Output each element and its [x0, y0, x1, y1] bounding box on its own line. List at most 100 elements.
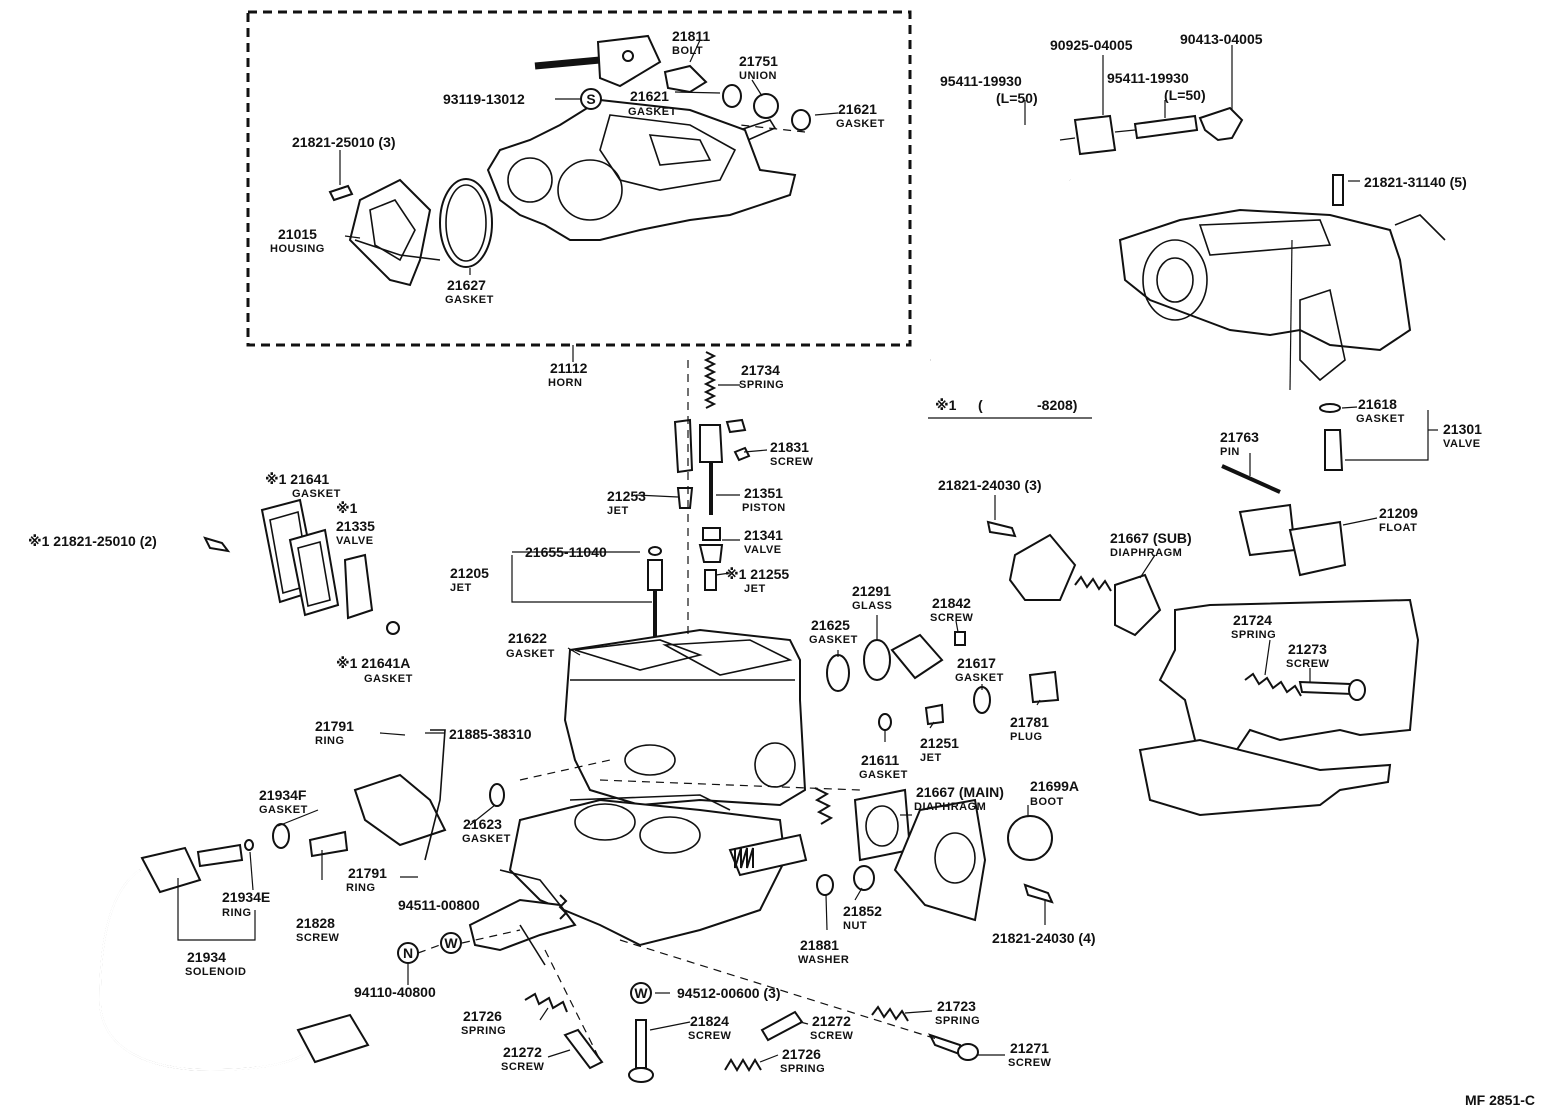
gasket-21627-ring [439, 178, 493, 268]
float-bowl-body [1158, 598, 1420, 761]
callout-name-21621-a: GASKET [628, 106, 677, 118]
boot-21699a-part [1007, 815, 1053, 861]
gasket-21611-ring [878, 713, 892, 731]
screw-21272b-part [760, 1010, 804, 1042]
horn-assembly-group: S [246, 10, 912, 362]
note-open: ( [978, 397, 983, 413]
callout-pn-94512-00600: 94512-00600 (3) [677, 985, 781, 1001]
callout-name-21617: GASKET [955, 672, 1004, 684]
hose-assembly-group [1012, 106, 1244, 184]
right-center-parts [814, 520, 1162, 922]
callout-pn-21791-a: 21791 [315, 718, 354, 734]
callout-pn-21273: 21273 [1288, 641, 1327, 657]
housing-21015-part [348, 178, 441, 287]
callout-pn-21621-b: 21621 [838, 101, 877, 117]
main-diaphragm-spring-part [814, 787, 834, 825]
callout-pn-21622: 21622 [508, 630, 547, 646]
throttle-body-part [508, 798, 787, 947]
callout-pn-21351: 21351 [744, 485, 783, 501]
note-mark: ※1 [935, 397, 957, 413]
vsv-90413-part [1198, 106, 1244, 142]
callout-name-21641: GASKET [292, 488, 341, 500]
jet-21205-part [647, 559, 663, 591]
screw-21828-part [308, 830, 349, 858]
horn-body-part [486, 98, 797, 241]
callout-pn-21934f: 21934F [259, 787, 307, 803]
callout-name-21699a: BOOT [1030, 796, 1064, 808]
callout-name-21272-a: SCREW [501, 1061, 545, 1073]
callout-name-21781: PLUG [1010, 731, 1043, 743]
callout-pn-21291: 21291 [852, 583, 891, 599]
callout-name-21791-a: RING [315, 735, 345, 747]
piston-21351-part [699, 424, 724, 463]
callout-name-21934e: RING [222, 907, 252, 919]
callout-pn-21821-25010-2: ※1 21821-25010 (2) [28, 533, 157, 549]
callout-pn-21255: ※1 21255 [725, 566, 789, 582]
callout-pn-21641a: ※1 21641A [336, 655, 410, 671]
callout-name-95411-19930-a: (L=50) [996, 90, 1038, 106]
callout-name-21015: HOUSING [270, 243, 325, 255]
callout-pn-21272-b: 21272 [812, 1013, 851, 1029]
callout-pn-21852: 21852 [843, 903, 882, 919]
callout-name-21934: SOLENOID [185, 966, 246, 978]
callout-name-21301: VALVE [1443, 438, 1481, 450]
callout-name-21726-a: SPRING [461, 1025, 506, 1037]
callout-pn-21271: 21271 [1010, 1040, 1049, 1056]
callout-pn-21811: 21811 [672, 28, 710, 44]
connector-part [296, 1013, 370, 1064]
callout-pn-90925-04005: 90925-04005 [1050, 37, 1133, 53]
solenoid-21934-part [98, 843, 370, 1072]
callout-pn-21623: 21623 [463, 816, 502, 832]
callout-pn-21641: ※1 21641 [265, 471, 329, 487]
callout-pn-21881: 21881 [800, 937, 839, 953]
valve-21301-part [1324, 429, 1344, 471]
valve-21335-plate [288, 528, 340, 617]
callout-name-21831: SCREW [770, 456, 814, 468]
callout-pn-21205: 21205 [450, 565, 489, 581]
callout-pn-21726-a: 21726 [463, 1008, 502, 1024]
callout-pn-21723: 21723 [937, 998, 976, 1014]
callout-pn-21828: 21828 [296, 915, 335, 931]
callout-name-21824: SCREW [688, 1030, 732, 1042]
callout-name-21291: GLASS [852, 600, 892, 612]
applicability-note: ※1 ( -8208) [928, 397, 1092, 419]
callout-name-21618: GASKET [1356, 413, 1405, 425]
diaphragm-21667-sub-part [1114, 573, 1162, 637]
leader-lines [177, 39, 1438, 1063]
callout-pn-21763: 21763 [1220, 429, 1259, 445]
callout-labels: 21811 BOLT 21751 UNION 21621 GASKET 2162… [28, 28, 1535, 1108]
callout-pn-21726-b: 21726 [782, 1046, 821, 1062]
callout-name-21791-b: RING [346, 882, 376, 894]
callout-name-95411-19930-b: (L=50) [1164, 87, 1206, 103]
callout-pn-21821-24030-3: 21821-24030 (3) [938, 477, 1042, 493]
callout-pn-21253: 21253 [607, 488, 646, 504]
gasket-21617-ring [973, 686, 991, 714]
callout-pn-21655-11040: 21655-11040 [525, 544, 607, 560]
callout-pn-21621-a: 21621 [630, 88, 669, 104]
callout-pn-21934: 21934 [187, 949, 226, 965]
figure-code: MF 2851-C [1465, 1092, 1535, 1108]
nut-21852-part [853, 865, 875, 891]
gasket-21641a-part [386, 621, 400, 635]
callout-name-21209: FLOAT [1379, 522, 1417, 534]
float-bowl-parts [1138, 403, 1420, 817]
plug-21781-part [1028, 670, 1060, 704]
callout-name-21667-main: DIAPHRAGM [914, 801, 986, 813]
spring-21726b-part [724, 1058, 762, 1072]
callout-name-21724: SPRING [1231, 629, 1276, 641]
callout-pn-90413-04005: 90413-04005 [1180, 31, 1263, 47]
callout-name-21811: BOLT [672, 45, 703, 57]
callout-name-21627: GASKET [445, 294, 494, 306]
callout-pn-94511-00800: 94511-00800 [398, 897, 480, 913]
callout-pn-21112: 21112 [550, 360, 588, 376]
screw-21821-24030-3-part [986, 520, 1017, 538]
callout-name-21623: GASKET [462, 833, 511, 845]
callout-name-21842: SCREW [930, 612, 974, 624]
callout-pn-21724: 21724 [1233, 612, 1272, 628]
jet-21255-part [704, 569, 717, 591]
callout-pn-21209: 21209 [1379, 505, 1418, 521]
callout-name-21934f: GASKET [259, 804, 308, 816]
callout-name-21271: SCREW [1008, 1057, 1052, 1069]
callout-name-21621-b: GASKET [836, 118, 885, 130]
callout-name-21255: JET [744, 583, 766, 595]
